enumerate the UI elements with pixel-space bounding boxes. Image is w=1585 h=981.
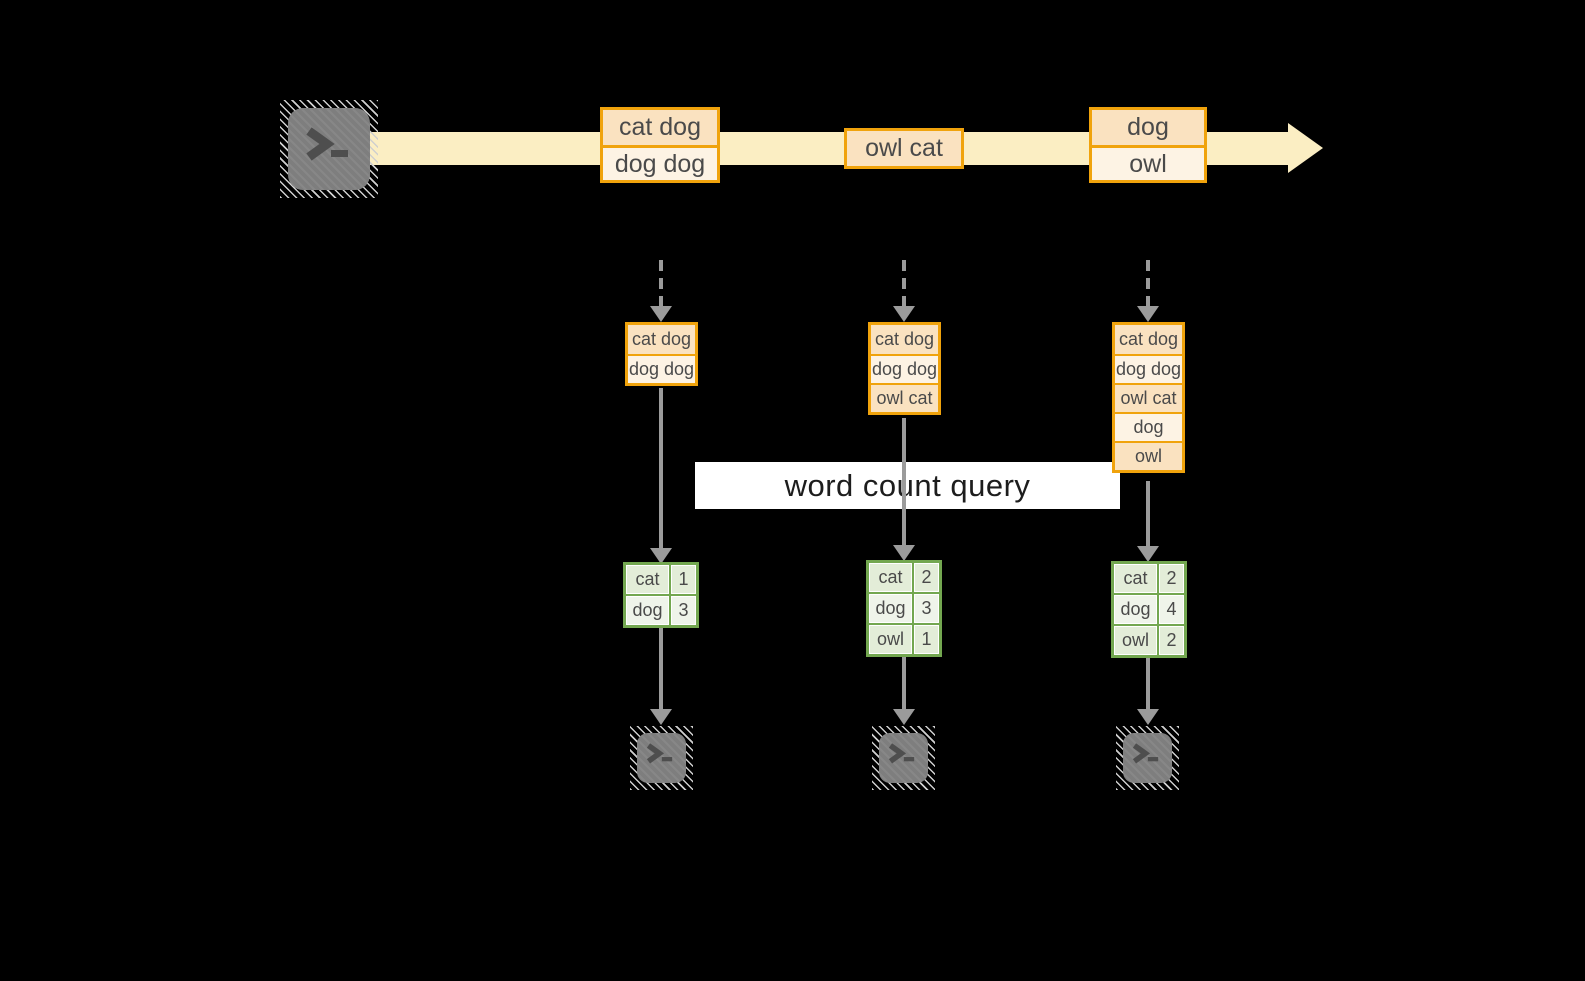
- state-row: dog dog: [871, 354, 938, 383]
- down-arrow: [650, 628, 672, 725]
- stream-event-box: owl cat: [844, 128, 964, 169]
- arrow-shaft: [1146, 481, 1150, 546]
- state-row: owl: [1115, 441, 1182, 470]
- word-count-table: cat 2 dog 4 owl 2: [1111, 561, 1187, 658]
- word-cell: dog: [1114, 595, 1157, 624]
- dashed-down-arrow: [1137, 260, 1159, 322]
- arrowhead-icon: [1137, 306, 1159, 322]
- arrowhead-icon: [1137, 546, 1159, 562]
- word-count-table: cat 1 dog 3: [623, 562, 699, 628]
- stream-arrowhead-icon: [1288, 123, 1323, 173]
- event-line: owl cat: [847, 131, 961, 166]
- terminal-icon: [1116, 726, 1179, 790]
- query-label-band: word count query: [695, 462, 1120, 509]
- arrow-shaft: [1146, 657, 1150, 709]
- state-row: owl cat: [871, 383, 938, 412]
- state-stack: cat dog dog dog owl cat: [868, 322, 941, 415]
- state-stack: cat dog dog dog: [625, 322, 698, 386]
- word-cell: dog: [626, 596, 669, 625]
- arrow-shaft: [902, 657, 906, 709]
- word-cell: cat: [1114, 564, 1157, 593]
- state-stack: cat dog dog dog owl cat dog owl: [1112, 322, 1185, 473]
- event-line: dog: [1092, 110, 1204, 145]
- count-cell: 1: [671, 565, 696, 594]
- arrowhead-icon: [650, 548, 672, 564]
- count-cell: 2: [1159, 626, 1184, 655]
- count-cell: 3: [914, 594, 939, 623]
- terminal-body: [288, 108, 370, 190]
- arrowhead-icon: [893, 545, 915, 561]
- arrow-shaft: [659, 388, 663, 548]
- state-row: cat dog: [628, 325, 695, 354]
- down-arrow: [893, 418, 915, 561]
- state-row: dog dog: [1115, 354, 1182, 383]
- count-cell: 3: [671, 596, 696, 625]
- down-arrow: [650, 388, 672, 564]
- state-row: cat dog: [1115, 325, 1182, 354]
- count-cell: 1: [914, 625, 939, 654]
- stream-event-box: dog owl: [1089, 107, 1207, 183]
- arrowhead-icon: [893, 306, 915, 322]
- word-cell: owl: [1114, 626, 1157, 655]
- arrow-shaft: [902, 418, 906, 545]
- terminal-prompt-icon: [1132, 743, 1159, 764]
- state-row: dog dog: [628, 354, 695, 383]
- terminal-body: [1123, 733, 1172, 783]
- down-arrow: [893, 657, 915, 725]
- terminal-icon: [630, 726, 693, 790]
- terminal-body: [879, 733, 928, 783]
- arrowhead-icon: [650, 709, 672, 725]
- count-cell: 2: [1159, 564, 1184, 593]
- arrowhead-icon: [1137, 709, 1159, 725]
- terminal-icon: [872, 726, 935, 790]
- count-cell: 4: [1159, 595, 1184, 624]
- word-cell: owl: [869, 625, 912, 654]
- dashed-down-arrow: [650, 260, 672, 322]
- terminal-prompt-icon: [888, 743, 915, 764]
- stream-event-box: cat dog dog dog: [600, 107, 720, 183]
- event-line: cat dog: [603, 110, 717, 145]
- terminal-icon: [280, 100, 378, 198]
- count-cell: 2: [914, 563, 939, 592]
- state-row: dog: [1115, 412, 1182, 441]
- arrow-shaft: [659, 628, 663, 709]
- word-cell: dog: [869, 594, 912, 623]
- arrow-shaft: [659, 260, 663, 306]
- arrow-shaft: [902, 260, 906, 306]
- state-row: owl cat: [1115, 383, 1182, 412]
- terminal-prompt-icon: [306, 127, 348, 161]
- arrow-shaft: [1146, 260, 1150, 306]
- arrowhead-icon: [650, 306, 672, 322]
- word-cell: cat: [869, 563, 912, 592]
- query-label: word count query: [784, 467, 1031, 503]
- arrowhead-icon: [893, 709, 915, 725]
- word-cell: cat: [626, 565, 669, 594]
- down-arrow: [1137, 657, 1159, 725]
- dashed-down-arrow: [893, 260, 915, 322]
- event-line: owl: [1092, 145, 1204, 180]
- word-count-table: cat 2 dog 3 owl 1: [866, 560, 942, 657]
- event-line: dog dog: [603, 145, 717, 180]
- state-row: cat dog: [871, 325, 938, 354]
- terminal-prompt-icon: [646, 743, 673, 764]
- down-arrow: [1137, 481, 1159, 562]
- terminal-body: [637, 733, 686, 783]
